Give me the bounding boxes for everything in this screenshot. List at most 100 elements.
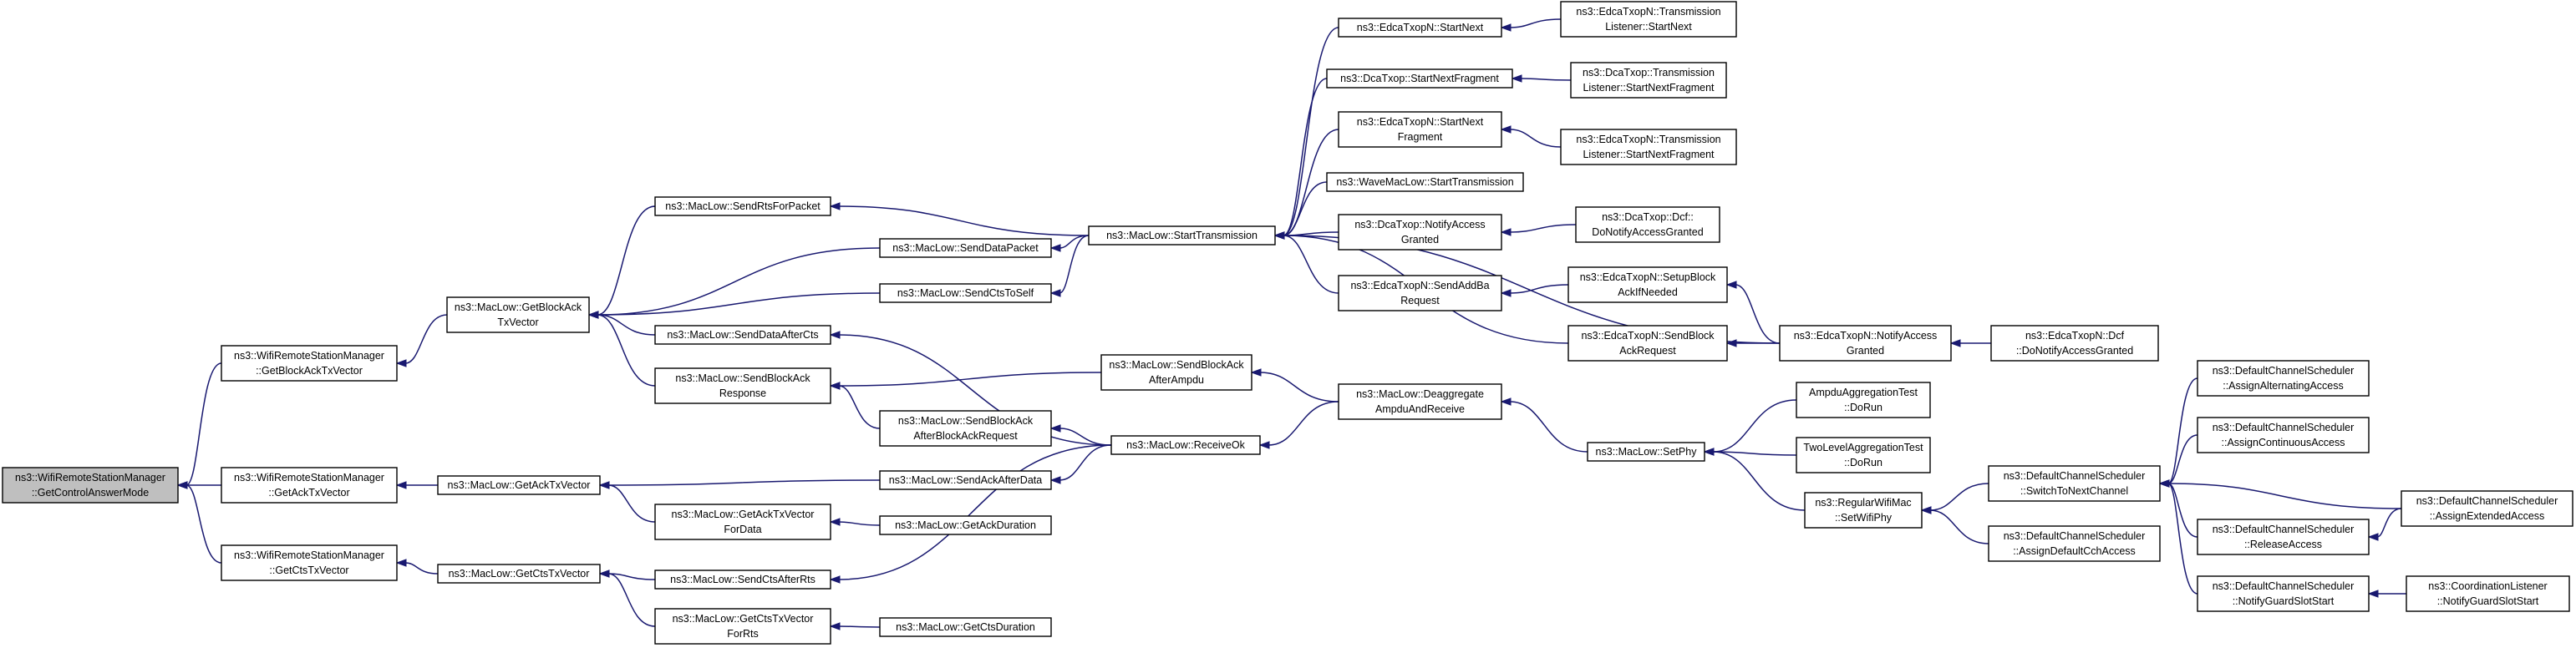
node-et_sn[interactable]: ns3::EdcaTxopN::StartNext bbox=[1338, 18, 1502, 38]
node-label: AmpduAggregationTest bbox=[1809, 387, 1918, 398]
node-box bbox=[2, 467, 179, 504]
node-box bbox=[879, 470, 1052, 490]
node-ml_gackdur[interactable]: ns3::MacLow::GetAckDuration bbox=[879, 515, 1052, 535]
node-label: ForData bbox=[724, 524, 761, 535]
node-ml_srts[interactable]: ns3::MacLow::SendRtsForPacket bbox=[654, 196, 831, 216]
node-wrsm_gcts[interactable]: ns3::WifiRemoteStationManager::GetCtsTxV… bbox=[221, 544, 398, 581]
node-label: Listener::StartNextFragment bbox=[1583, 149, 1715, 160]
node-label: ns3::MacLow::GetAckTxVector bbox=[672, 509, 815, 520]
node-cl_ngss[interactable]: ns3::CoordinationListener::NotifyGuardSl… bbox=[2406, 575, 2570, 612]
node-label: ns3::MacLow::GetCtsDuration bbox=[896, 621, 1035, 633]
arrowhead bbox=[829, 331, 841, 339]
node-dt_tl_snf[interactable]: ns3::DcaTxop::TransmissionListener::Star… bbox=[1570, 62, 1727, 99]
node-ml_st[interactable]: ns3::MacLow::StartTransmission bbox=[1088, 225, 1276, 246]
node-dcs_ngss[interactable]: ns3::DefaultChannelScheduler::NotifyGuar… bbox=[2197, 575, 2370, 612]
node-label: AfterAmpdu bbox=[1149, 374, 1204, 386]
node-wml_st[interactable]: ns3::WaveMacLow::StartTransmission bbox=[1326, 172, 1524, 192]
node-label: ns3::MacLow::ReceiveOk bbox=[1126, 439, 1245, 451]
edge-dcs_aea-to-dcs_stnc bbox=[2167, 483, 2402, 509]
node-label: ::DoRun bbox=[1844, 402, 1882, 413]
edge-ml_dar-to-ml_rok bbox=[1268, 401, 1339, 446]
node-rwm_swp[interactable]: ns3::RegularWifiMac::SetWifiPhy bbox=[1804, 492, 1923, 529]
node-box bbox=[446, 296, 590, 333]
node-box bbox=[1796, 437, 1931, 473]
edge-ml_st-to-ml_sctsself bbox=[1059, 235, 1090, 294]
node-ml_sbaabar[interactable]: ns3::MacLow::SendBlockAckAfterBlockAckRe… bbox=[879, 410, 1052, 447]
node-box bbox=[2197, 575, 2370, 612]
node-label: ::AssignExtendedAccess bbox=[2430, 510, 2545, 522]
node-et_tl_snf[interactable]: ns3::EdcaTxopN::TransmissionListener::St… bbox=[1560, 129, 1737, 165]
node-dcs_aaa[interactable]: ns3::DefaultChannelScheduler::AssignAlte… bbox=[2197, 360, 2370, 397]
node-ml_gba[interactable]: ns3::MacLow::GetBlockAckTxVector bbox=[446, 296, 590, 333]
node-label: ns3::MacLow::SendRtsForPacket bbox=[665, 200, 821, 212]
edge-ml_sbar-to-ml_gba bbox=[597, 314, 656, 387]
edge-et_sn-to-ml_st bbox=[1283, 27, 1339, 236]
edge-dcs_aca-to-dcs_stnc bbox=[2167, 434, 2198, 484]
node-et_tl_sn[interactable]: ns3::EdcaTxopN::TransmissionListener::St… bbox=[1560, 1, 1737, 38]
node-ml_gcts[interactable]: ns3::MacLow::GetCtsTxVector bbox=[437, 564, 601, 584]
edge-ml_rok-to-ml_sbaabar bbox=[1059, 428, 1112, 446]
node-label: ::SwitchToNextChannel bbox=[2020, 485, 2128, 497]
node-dcs_adcca[interactable]: ns3::DefaultChannelScheduler::AssignDefa… bbox=[1988, 525, 2161, 562]
node-dcs_aca[interactable]: ns3::DefaultChannelScheduler::AssignCont… bbox=[2197, 417, 2370, 453]
edge-ml_rok-to-ml_sackad bbox=[1059, 444, 1112, 481]
node-box bbox=[1587, 442, 1705, 462]
node-et_dcf[interactable]: ns3::EdcaTxopN::Dcf::DoNotifyAccessGrant… bbox=[1990, 325, 2159, 362]
node-ml_rok[interactable]: ns3::MacLow::ReceiveOk bbox=[1110, 435, 1261, 455]
node-box bbox=[1567, 266, 1728, 303]
node-dcs_ra[interactable]: ns3::DefaultChannelScheduler::ReleaseAcc… bbox=[2197, 519, 2370, 555]
node-aat_dorun[interactable]: AmpduAggregationTest::DoRun bbox=[1796, 382, 1931, 418]
node-dcs_aea[interactable]: ns3::DefaultChannelScheduler::AssignExte… bbox=[2401, 490, 2573, 527]
node-label: ns3::WifiRemoteStationManager bbox=[234, 472, 384, 483]
node-ml_gack[interactable]: ns3::MacLow::GetAckTxVector bbox=[437, 475, 601, 495]
edge-dcs_ngss-to-dcs_stnc bbox=[2167, 483, 2198, 595]
arrowhead bbox=[587, 311, 599, 319]
edge-ml_gcts-to-wrsm_gcts bbox=[404, 562, 439, 575]
node-box bbox=[1567, 325, 1728, 362]
node-label: ::NotifyGuardSlotStart bbox=[2233, 595, 2335, 607]
edge-dt_tl_snf-to-dt_snf bbox=[1520, 78, 1572, 81]
node-ml_sackad[interactable]: ns3::MacLow::SendAckAfterData bbox=[879, 470, 1052, 490]
node-wrsm_gba[interactable]: ns3::WifiRemoteStationManager::GetBlockA… bbox=[221, 345, 398, 382]
arrowhead bbox=[176, 481, 188, 489]
node-label: ns3::MacLow::SendCtsAfterRts bbox=[670, 574, 815, 585]
edge-dt_snf-to-ml_st bbox=[1283, 78, 1328, 236]
edge-et_tl_snf-to-et_snf bbox=[1509, 129, 1562, 148]
arrowhead bbox=[1049, 289, 1061, 297]
arrowhead bbox=[1500, 397, 1512, 406]
node-ml_setphy[interactable]: ns3::MacLow::SetPhy bbox=[1587, 442, 1705, 462]
node-dt_snf[interactable]: ns3::DcaTxop::StartNextFragment bbox=[1326, 68, 1513, 89]
arrowhead bbox=[1725, 281, 1737, 289]
node-box bbox=[1088, 225, 1276, 246]
node-ml_gctsdur[interactable]: ns3::MacLow::GetCtsDuration bbox=[879, 617, 1052, 637]
node-ml_sdac[interactable]: ns3::MacLow::SendDataAfterCts bbox=[654, 325, 831, 345]
node-ml_sctsar[interactable]: ns3::MacLow::SendCtsAfterRts bbox=[654, 570, 831, 590]
node-box bbox=[221, 467, 398, 504]
node-label: AmpduAndReceive bbox=[1375, 403, 1465, 415]
arrowhead bbox=[829, 622, 841, 630]
node-dcs_stnc[interactable]: ns3::DefaultChannelScheduler::SwitchToNe… bbox=[1988, 465, 2161, 502]
node-et_nag[interactable]: ns3::EdcaTxopN::NotifyAccessGranted bbox=[1779, 325, 1952, 362]
edge-ml_dar-to-ml_sbaaa bbox=[1259, 372, 1339, 402]
node-label: TxVector bbox=[497, 316, 538, 328]
node-label: ns3::MacLow::SendBlockAck bbox=[898, 415, 1034, 427]
node-box bbox=[654, 504, 831, 540]
node-box bbox=[879, 283, 1052, 303]
node-dt_dcf[interactable]: ns3::DcaTxop::Dcf::DoNotifyAccessGranted bbox=[1575, 206, 1720, 243]
node-root[interactable]: ns3::WifiRemoteStationManager::GetContro… bbox=[2, 467, 179, 504]
node-ml_sdata[interactable]: ns3::MacLow::SendDataPacket bbox=[879, 238, 1052, 258]
node-et_snf[interactable]: ns3::EdcaTxopN::StartNextFragment bbox=[1338, 111, 1502, 148]
node-wrsm_gack[interactable]: ns3::WifiRemoteStationManager::GetAckTxV… bbox=[221, 467, 398, 504]
node-dt_nag[interactable]: ns3::DcaTxop::NotifyAccessGranted bbox=[1338, 214, 1502, 251]
edge-ml_sackad-to-ml_gack bbox=[607, 479, 881, 486]
node-tlat_dorun[interactable]: TwoLevelAggregationTest::DoRun bbox=[1796, 437, 1931, 473]
node-ml_sctsself[interactable]: ns3::MacLow::SendCtsToSelf bbox=[879, 283, 1052, 303]
